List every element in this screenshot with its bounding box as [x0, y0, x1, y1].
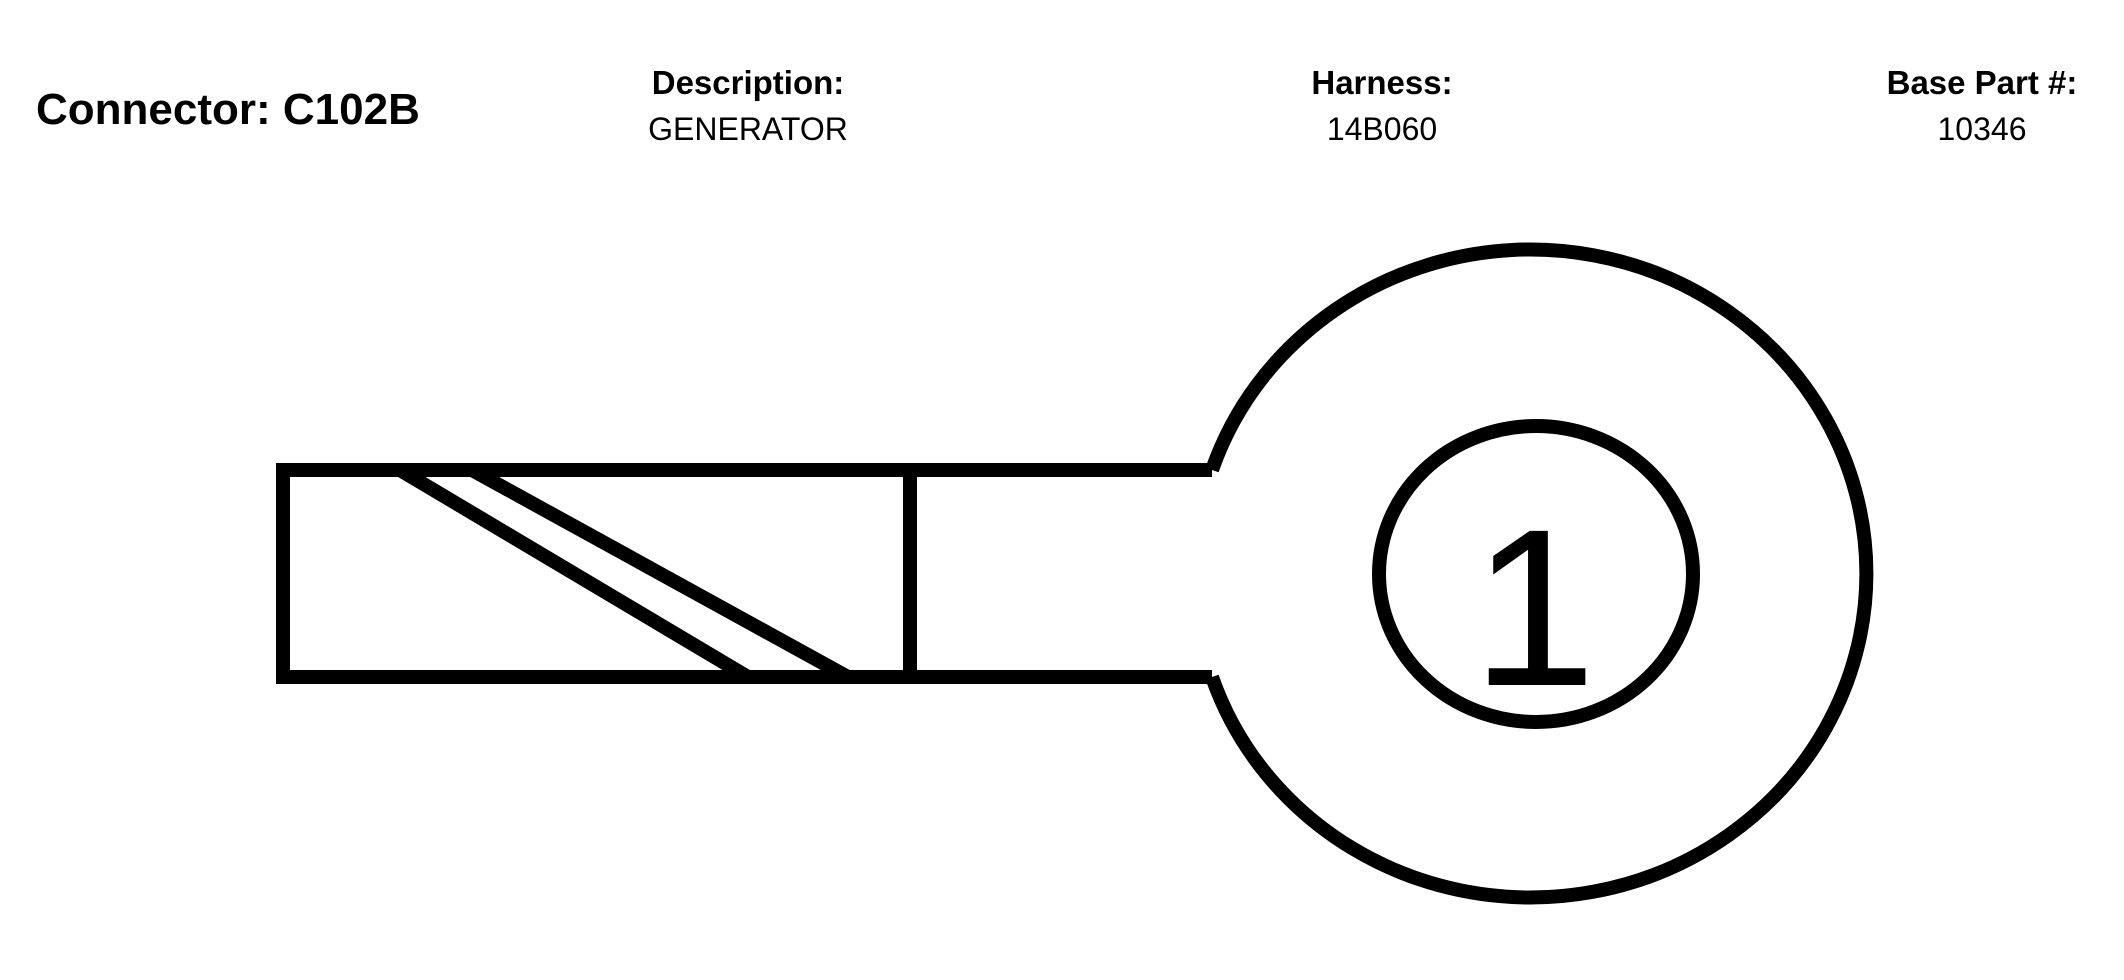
terminal-barrel-outline: [276, 463, 1212, 684]
harness-field: Harness: 14B060: [1232, 66, 1532, 145]
description-label: Description:: [651, 64, 845, 101]
base-part-label: Base Part #:: [1886, 64, 2078, 101]
description-field: Description: GENERATOR: [598, 66, 898, 145]
harness-value: 14B060: [1326, 111, 1438, 147]
base-part-field: Base Part #: 10346: [1852, 66, 2112, 145]
terminal-number-label: 1: [1472, 483, 1597, 733]
description-value: GENERATOR: [648, 111, 848, 147]
terminal-inner-circle: [1372, 419, 1700, 729]
harness-label: Harness:: [1311, 64, 1453, 101]
base-part-value: 10346: [1937, 111, 2027, 147]
terminal-hatch-line-a: [396, 463, 752, 684]
terminal-ring-outline: [1205, 242, 1874, 905]
connector-title: Connector: C102B: [36, 85, 420, 134]
terminal-hatch-line-b: [468, 463, 852, 684]
